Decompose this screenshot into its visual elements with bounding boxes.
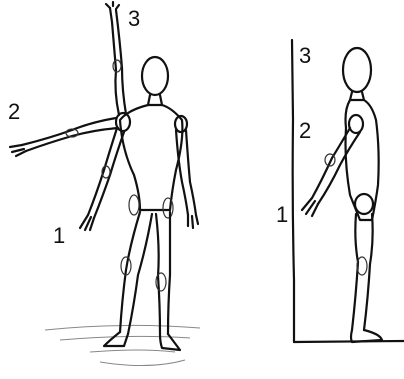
front-right-hand: [188, 215, 198, 228]
front-horizontal-hand: [10, 145, 26, 156]
front-right-hip: [163, 198, 173, 218]
front-down-hand: [80, 215, 94, 230]
side-neck: [350, 92, 364, 100]
front-marker-raised: 3: [128, 6, 140, 31]
front-right-arm: [176, 130, 196, 215]
side-wall-line: [292, 40, 294, 342]
front-left-hip: [129, 195, 139, 215]
side-marker-bottom: 1: [276, 202, 288, 227]
front-view-figure: 3 2 1: [8, 2, 200, 366]
side-head: [343, 48, 371, 92]
front-marker-down: 1: [53, 223, 65, 248]
side-hand: [302, 198, 318, 216]
front-head: [142, 57, 168, 95]
side-foot: [351, 330, 382, 342]
front-raised-hand: [106, 2, 119, 9]
front-raised-arm: [110, 8, 126, 115]
side-floor-line: [294, 341, 404, 342]
front-horizontal-arm: [22, 118, 118, 151]
side-leg: [352, 214, 373, 330]
front-down-arm: [88, 128, 124, 218]
side-view-figure: 3 2 1: [276, 40, 404, 342]
side-shoulder: [349, 115, 363, 133]
front-marker-horizontal: 2: [8, 99, 20, 124]
front-left-foot: [104, 332, 128, 346]
side-marker-top: 3: [299, 43, 311, 68]
side-arm: [312, 128, 360, 204]
front-left-leg: [120, 212, 152, 334]
side-marker-middle: 2: [299, 118, 311, 143]
front-neck: [148, 95, 162, 105]
side-hip: [355, 194, 373, 214]
